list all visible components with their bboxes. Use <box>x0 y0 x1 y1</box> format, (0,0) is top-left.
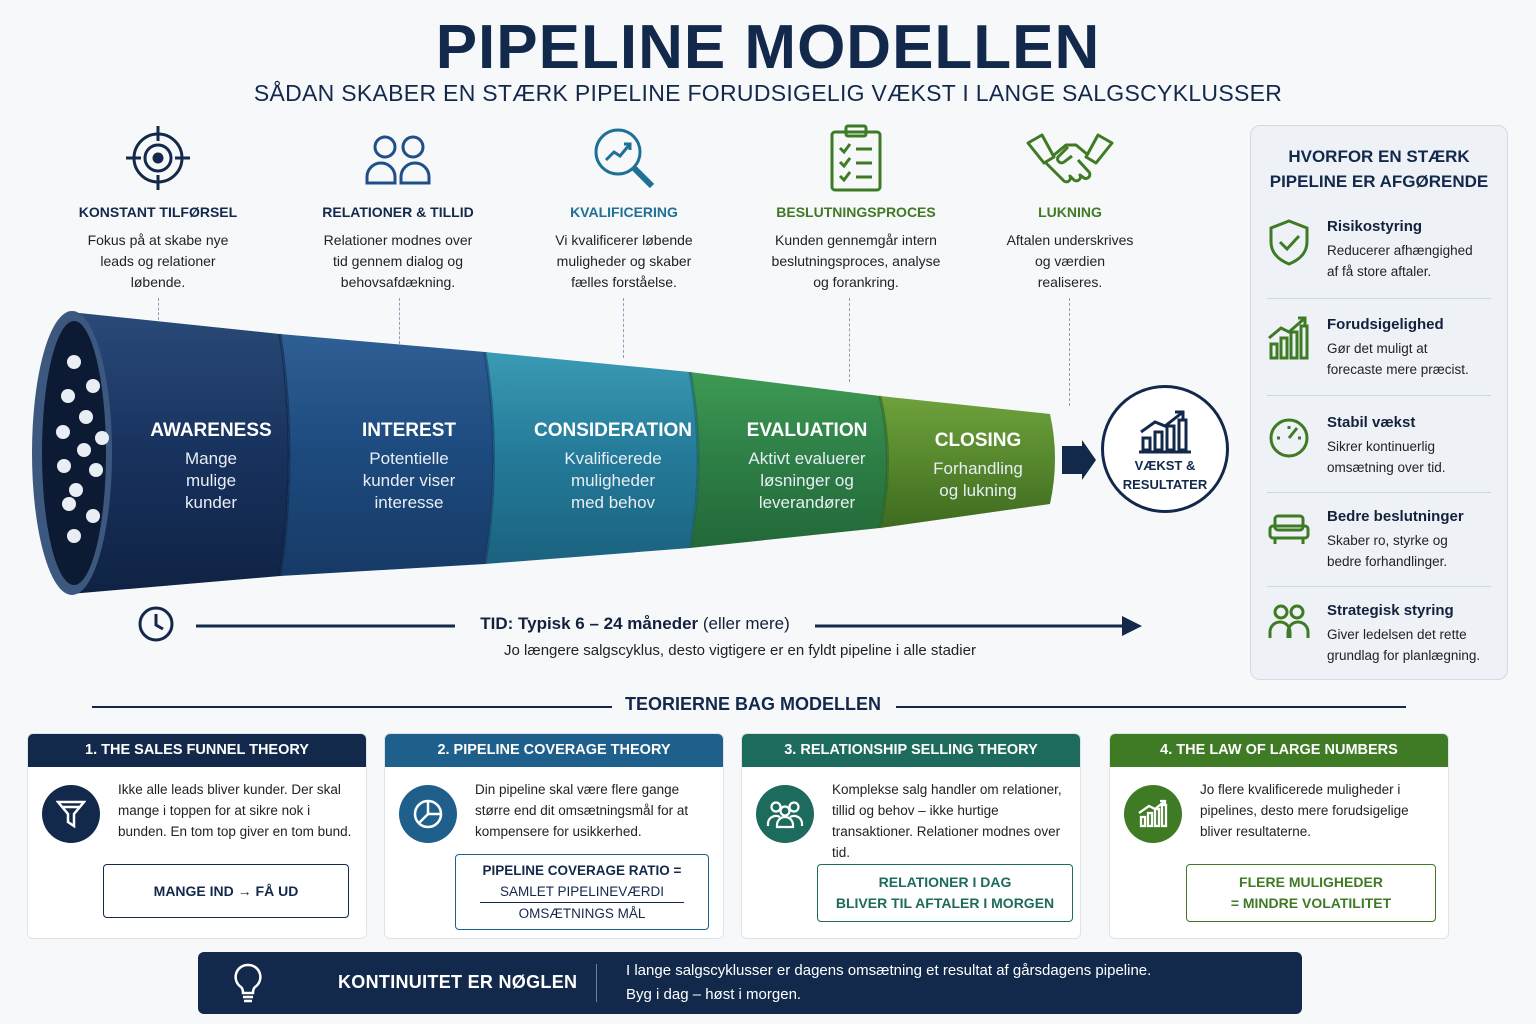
stage-title: RELATIONER & TILLID <box>322 204 474 220</box>
divider <box>1267 492 1491 493</box>
divider <box>1267 586 1491 587</box>
stage-beslutningsproces: BESLUTNINGSPROCES Kunden gennemgår inter… <box>756 118 956 293</box>
funnel-segment-evaluation <box>690 372 888 548</box>
connector-line <box>1069 298 1070 406</box>
magnifier-chart-icon <box>524 118 724 198</box>
funnel-segment-awareness <box>70 312 289 594</box>
stage-title: LUKNING <box>1038 204 1102 220</box>
people-icon <box>298 118 498 198</box>
pipeline-funnel <box>32 311 1096 595</box>
lead-dots <box>56 355 109 543</box>
banner-title: KONTINUITET ER NØGLEN <box>338 972 578 992</box>
formula-box: FLERE MULIGHEDER= MINDRE VOLATILITET <box>1186 864 1436 922</box>
divider <box>896 706 1406 708</box>
growth-chart-icon <box>1104 408 1226 454</box>
arrow-to-result <box>1062 440 1096 480</box>
theory-card-large-numbers: 4. THE LAW OF LARGE NUMBERS Jo flere kva… <box>1109 733 1449 939</box>
sofa-icon <box>1267 508 1311 552</box>
divider <box>92 706 612 708</box>
divider <box>1267 395 1491 396</box>
growth-chart-icon <box>1124 785 1182 843</box>
stage-konstant-tilforsel: KONSTANT TILFØRSEL Fokus på at skabe nye… <box>58 118 258 293</box>
time-label: TID: Typisk 6 – 24 måneder (eller mere) <box>455 614 815 634</box>
page-subtitle: SÅDAN SKABER EN STÆRK PIPELINE FORUDSIGE… <box>253 80 1283 106</box>
connector-line <box>158 298 159 320</box>
clock-icon <box>136 604 176 644</box>
funnel-segment-closing <box>880 396 1055 528</box>
funnel-icon <box>42 785 100 843</box>
group-icon <box>756 785 814 843</box>
handshake-icon <box>970 118 1170 198</box>
lightbulb-icon <box>232 962 264 1009</box>
key-banner: KONTINUITET ER NØGLEN I lange salgscyklu… <box>198 952 1302 1014</box>
divider <box>596 964 597 1002</box>
divider <box>1267 298 1491 299</box>
pie-chart-icon <box>399 785 457 843</box>
formula-box: MANGE IND → FÅ UD <box>103 864 349 918</box>
result-label: VÆKST &RESULTATER <box>1122 458 1208 492</box>
connector-line <box>399 298 400 344</box>
stage-title: KONSTANT TILFØRSEL <box>78 204 238 220</box>
shield-check-icon <box>1267 218 1311 266</box>
banner-text: Byg i dag – høst i morgen. <box>626 986 802 1003</box>
stage-title: KVALIFICERING <box>570 204 678 220</box>
team-icon <box>1267 602 1311 646</box>
theory-card-relationship-selling: 3. RELATIONSHIP SELLING THEORY Komplekse… <box>741 733 1081 939</box>
page-title: PIPELINE MODELLEN <box>435 13 1101 82</box>
connector-line <box>623 298 624 358</box>
stage-relationer-tillid: RELATIONER & TILLID Relationer modnes ov… <box>298 118 498 293</box>
clipboard-checklist-icon <box>756 118 956 198</box>
theory-card-pipeline-coverage: 2. PIPELINE COVERAGE THEORY Din pipeline… <box>384 733 724 939</box>
theories-heading: TEORIERNE BAG MODELLEN <box>624 694 881 714</box>
benefit-strategisk-styring: Strategisk styring Giver ledelsen det re… <box>1267 602 1495 696</box>
stage-title: BESLUTNINGSPROCES <box>776 204 936 220</box>
connector-line <box>849 298 850 382</box>
funnel-segment-interest <box>280 334 494 576</box>
bar-chart-up-icon <box>1267 316 1311 360</box>
theory-card-sales-funnel: 1. THE SALES FUNNEL THEORY Ikke alle lea… <box>27 733 367 939</box>
funnel-segment-consideration <box>485 352 698 564</box>
time-sublabel: Jo længere salgscyklus, desto vigtigere … <box>504 642 976 659</box>
target-icon <box>58 118 258 198</box>
banner-text: I lange salgscyklusser er dagens omsætni… <box>626 962 1152 979</box>
gauge-icon <box>1267 414 1311 458</box>
result-circle: VÆKST &RESULTATER <box>1101 385 1229 513</box>
formula-box: PIPELINE COVERAGE RATIO = SAMLET PIPELIN… <box>455 854 709 930</box>
